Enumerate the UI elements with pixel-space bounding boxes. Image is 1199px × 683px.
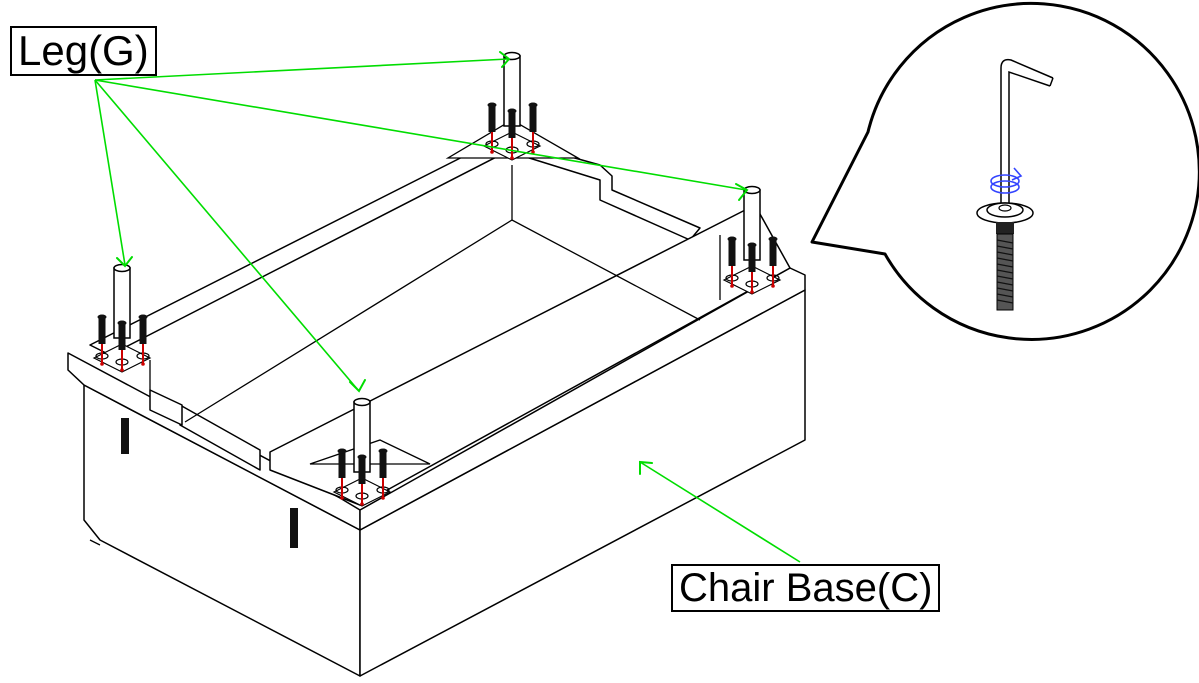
base-slot-lower <box>290 508 298 548</box>
base-inner-rail-front-right <box>269 204 791 506</box>
pointer-leg-left <box>94 79 126 266</box>
leg-back <box>483 51 541 161</box>
detail-bubble <box>810 1 1199 341</box>
chair-base <box>67 137 806 677</box>
leg-pointer-lines <box>94 58 801 563</box>
leg-left <box>93 263 151 373</box>
arrowhead-leg-front <box>349 379 366 393</box>
arrowhead-leg-left <box>116 256 133 268</box>
pointer-leg-right <box>94 79 747 191</box>
hex-key-icon <box>1000 58 1054 206</box>
arrowhead-leg-right <box>735 183 749 201</box>
arrowhead-chair-base <box>639 460 653 475</box>
leg-right <box>723 185 781 295</box>
pointer-leg-back <box>94 58 509 81</box>
pointer-chair-base <box>639 461 801 563</box>
clockwise-rotation-icon <box>990 167 1023 194</box>
base-corner-block <box>149 389 183 426</box>
detail-callout <box>810 1 1199 341</box>
pointer-leg-front <box>94 79 359 391</box>
bolt-with-washer-icon <box>976 202 1034 311</box>
base-slot-upper <box>121 418 129 454</box>
leg-label: Leg(G) <box>10 26 157 76</box>
arrowhead-leg-back <box>499 51 511 68</box>
chair-base-label: Chair Base(C) <box>671 564 941 612</box>
base-inner-rail-back-right <box>509 139 701 241</box>
